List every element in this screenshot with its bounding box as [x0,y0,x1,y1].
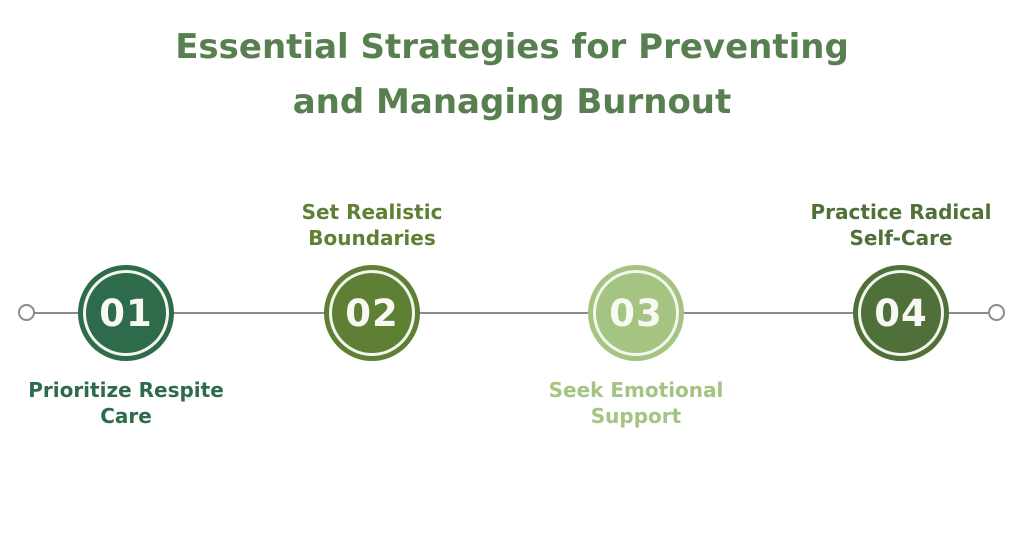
step-03-label-line-1: Seek Emotional [548,378,724,402]
step-02-label-line-1: Set Realistic [301,200,443,224]
step-03-label-line-2: Support [590,404,682,429]
step-04-label-line-2: Self-Care [849,226,953,251]
page-title-line-1: Essential Strategies for Preventing [175,27,849,67]
step-01-label-line-1: Prioritize Respite [28,378,224,402]
step-04-circle: 04 [853,265,949,361]
step-04-label-line-1: Practice Radical [810,200,992,224]
timeline-start-dot [18,304,35,321]
step-04-number: 04 [874,291,928,335]
timeline-line [27,312,997,314]
step-02-label: Set Realistic Boundaries [252,199,492,252]
step-01-label: Prioritize Respite Care [6,377,246,430]
step-03-number: 03 [609,291,663,335]
step-01-circle: 01 [78,265,174,361]
page-title-line-2: and Managing Burnout [292,82,732,123]
step-01-label-line-2: Care [100,404,152,429]
step-03-circle: 03 [588,265,684,361]
step-02-inner-ring-icon [329,270,415,356]
timeline-end-dot [988,304,1005,321]
step-01-number: 01 [99,291,153,335]
step-02-circle: 02 [324,265,420,361]
step-01-inner-ring-icon [83,270,169,356]
page-title: Essential Strategies for Preventing and … [0,20,1024,130]
step-04-label: Practice Radical Self-Care [781,199,1021,252]
step-02-label-line-2: Boundaries [308,226,436,251]
step-02-number: 02 [345,291,399,335]
step-03-inner-ring-icon [593,270,679,356]
step-04-inner-ring-icon [858,270,944,356]
step-03-label: Seek Emotional Support [516,377,756,430]
